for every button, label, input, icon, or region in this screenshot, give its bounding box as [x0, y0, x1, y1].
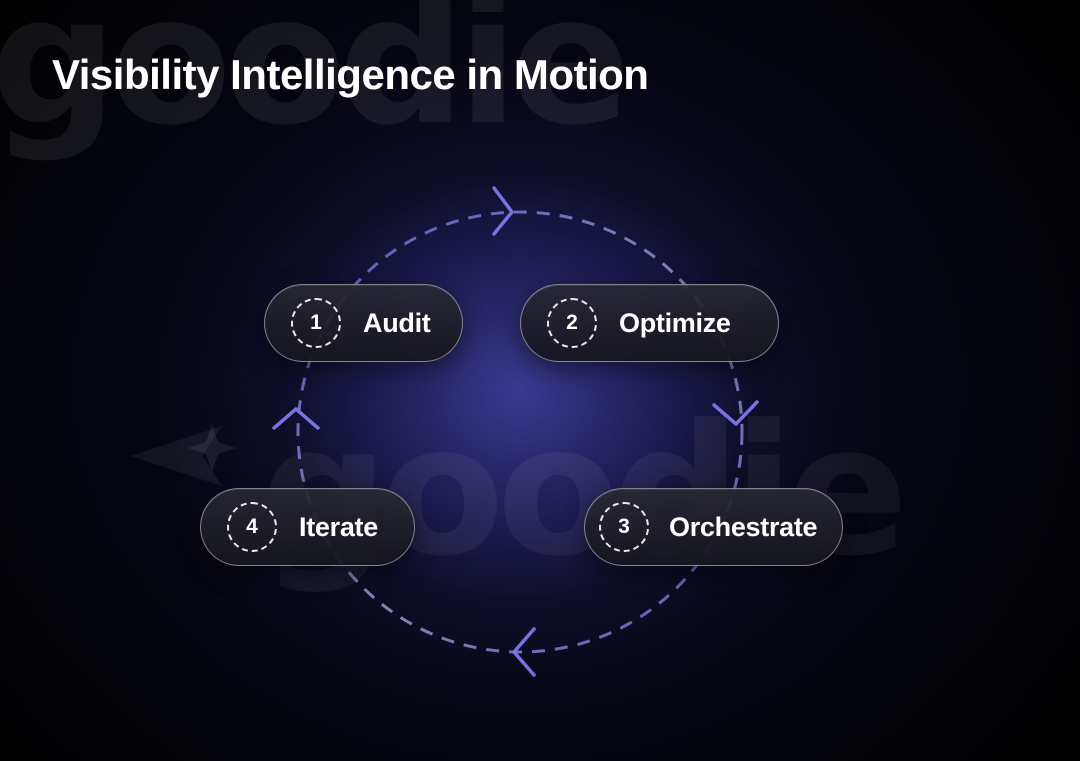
step-audit[interactable]: 1 Audit: [264, 284, 463, 362]
chevron-icon: [512, 627, 536, 677]
step-orchestrate[interactable]: 3 Orchestrate: [584, 488, 843, 566]
chevron-icon: [492, 186, 514, 236]
step-label: Orchestrate: [669, 511, 818, 542]
page-title: Visibility Intelligence in Motion: [52, 51, 649, 98]
step-label: Audit: [363, 307, 431, 338]
step-label: Iterate: [299, 511, 378, 542]
chevron-icon: [712, 400, 759, 426]
step-label: Optimize: [619, 307, 731, 338]
step-number-badge: 2: [547, 298, 597, 348]
chevron-icon: [272, 407, 320, 430]
step-iterate[interactable]: 4 Iterate: [200, 488, 415, 566]
sparkle-arrow-logo-icon: [130, 424, 236, 486]
step-number-badge: 1: [291, 298, 341, 348]
step-optimize[interactable]: 2 Optimize: [520, 284, 779, 362]
step-number-badge: 4: [227, 502, 277, 552]
cycle-loop-path: [296, 210, 744, 654]
watermark-wordmark-top: goodie: [0, 0, 631, 164]
step-number-badge: 3: [599, 502, 649, 552]
